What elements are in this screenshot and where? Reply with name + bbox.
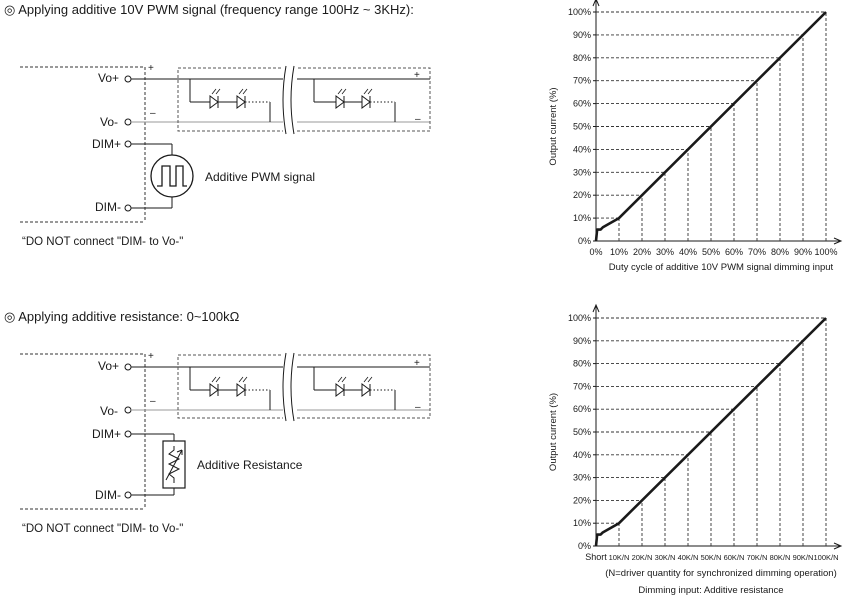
x-tick-label: 30K/N	[655, 553, 676, 562]
x-tick-label: 50K/N	[701, 553, 722, 562]
y-tick-label: 30%	[573, 167, 591, 177]
y-tick-label: 50%	[573, 427, 591, 437]
polarity-minus-1a: –	[150, 108, 156, 119]
x-axis-label: Duty cycle of additive 10V PWM signal di…	[609, 262, 834, 273]
dim-plus-terminal-2: DIM+	[92, 427, 122, 441]
dim-minus-terminal-1: DIM-	[95, 200, 121, 214]
y-tick-label: 0%	[578, 236, 591, 246]
x-tick-label: 0%	[589, 247, 602, 257]
x-tick-label: 10%	[610, 247, 628, 257]
polarity-minus-1b: –	[415, 114, 421, 125]
y-tick-label: 50%	[573, 122, 591, 132]
x-tick-label: 20%	[633, 247, 651, 257]
polarity-plus-2b: +	[414, 358, 420, 369]
dim-minus-terminal-2: DIM-	[95, 488, 121, 502]
x-tick-label: 80%	[771, 247, 789, 257]
y-tick-label: 10%	[573, 518, 591, 528]
y-axis-label: Output current (%)	[548, 87, 559, 165]
y-tick-label: 70%	[573, 76, 591, 86]
y-tick-label: 0%	[578, 541, 591, 551]
vo-plus-terminal-2: Vo+	[98, 359, 120, 373]
y-tick-label: 40%	[573, 450, 591, 460]
vo-plus-terminal-1: Vo+	[98, 71, 120, 85]
dim-plus-terminal-1: DIM+	[92, 137, 122, 151]
y-tick-label: 20%	[573, 495, 591, 505]
y-tick-label: 60%	[573, 99, 591, 109]
x-axis-note: (N=driver quantity for synchronized dimm…	[605, 568, 837, 579]
y-tick-label: 10%	[573, 213, 591, 223]
section1-heading: ◎ Applying additive 10V PWM signal (freq…	[4, 2, 414, 17]
x-tick-label: 40%	[679, 247, 697, 257]
x-tick-label: 50%	[702, 247, 720, 257]
x-tick-label: 10K/N	[609, 553, 630, 562]
y-axis-label: Output current (%)	[548, 393, 559, 471]
x-tick-label: 100K/N	[813, 553, 838, 562]
polarity-minus-2a: –	[150, 396, 156, 407]
y-tick-label: 90%	[573, 30, 591, 40]
warning-note-2: “DO NOT connect "DIM- to Vo-"	[22, 523, 184, 535]
output-curve	[594, 11, 827, 242]
output-curve	[594, 317, 827, 547]
polarity-minus-2b: –	[415, 402, 421, 413]
x-tick-label: 100%	[814, 247, 837, 257]
y-tick-label: 80%	[573, 359, 591, 369]
vo-minus-terminal-2: Vo-	[100, 404, 119, 418]
y-tick-label: 100%	[568, 7, 591, 17]
vo-minus-terminal-1: Vo-	[100, 115, 119, 129]
x-tick-label: 40K/N	[678, 553, 699, 562]
y-tick-label: 80%	[573, 53, 591, 63]
x-tick-label: Short	[585, 552, 607, 562]
x-axis-arrow	[833, 542, 843, 550]
y-axis-arrow	[592, 0, 600, 7]
pwm-signal-label: Additive PWM signal	[205, 170, 316, 184]
y-tick-label: 30%	[573, 473, 591, 483]
y-tick-label: 100%	[568, 313, 591, 323]
polarity-plus-1b: +	[414, 70, 420, 81]
resistance-label: Additive Resistance	[197, 458, 303, 472]
y-axis-arrow	[592, 303, 600, 313]
x-tick-label: 30%	[656, 247, 674, 257]
y-tick-label: 90%	[573, 336, 591, 346]
x-tick-label: 60%	[725, 247, 743, 257]
polarity-plus-1a: +	[148, 63, 154, 74]
x-axis-label: Dimming input: Additive resistance	[638, 585, 783, 596]
x-tick-label: 70K/N	[747, 553, 768, 562]
y-tick-label: 40%	[573, 144, 591, 154]
x-tick-label: 20K/N	[632, 553, 653, 562]
y-tick-label: 20%	[573, 190, 591, 200]
x-tick-label: 60K/N	[724, 553, 745, 562]
x-tick-label: 80K/N	[770, 553, 791, 562]
polarity-plus-2a: +	[148, 351, 154, 362]
y-tick-label: 60%	[573, 404, 591, 414]
x-tick-label: 70%	[748, 247, 766, 257]
x-axis-arrow	[833, 237, 843, 245]
y-tick-label: 70%	[573, 381, 591, 391]
warning-note-1: “DO NOT connect "DIM- to Vo-"	[22, 236, 184, 248]
section2-heading: ◎ Applying additive resistance: 0~100kΩ	[4, 309, 240, 324]
x-tick-label: 90K/N	[793, 553, 814, 562]
x-tick-label: 90%	[794, 247, 812, 257]
